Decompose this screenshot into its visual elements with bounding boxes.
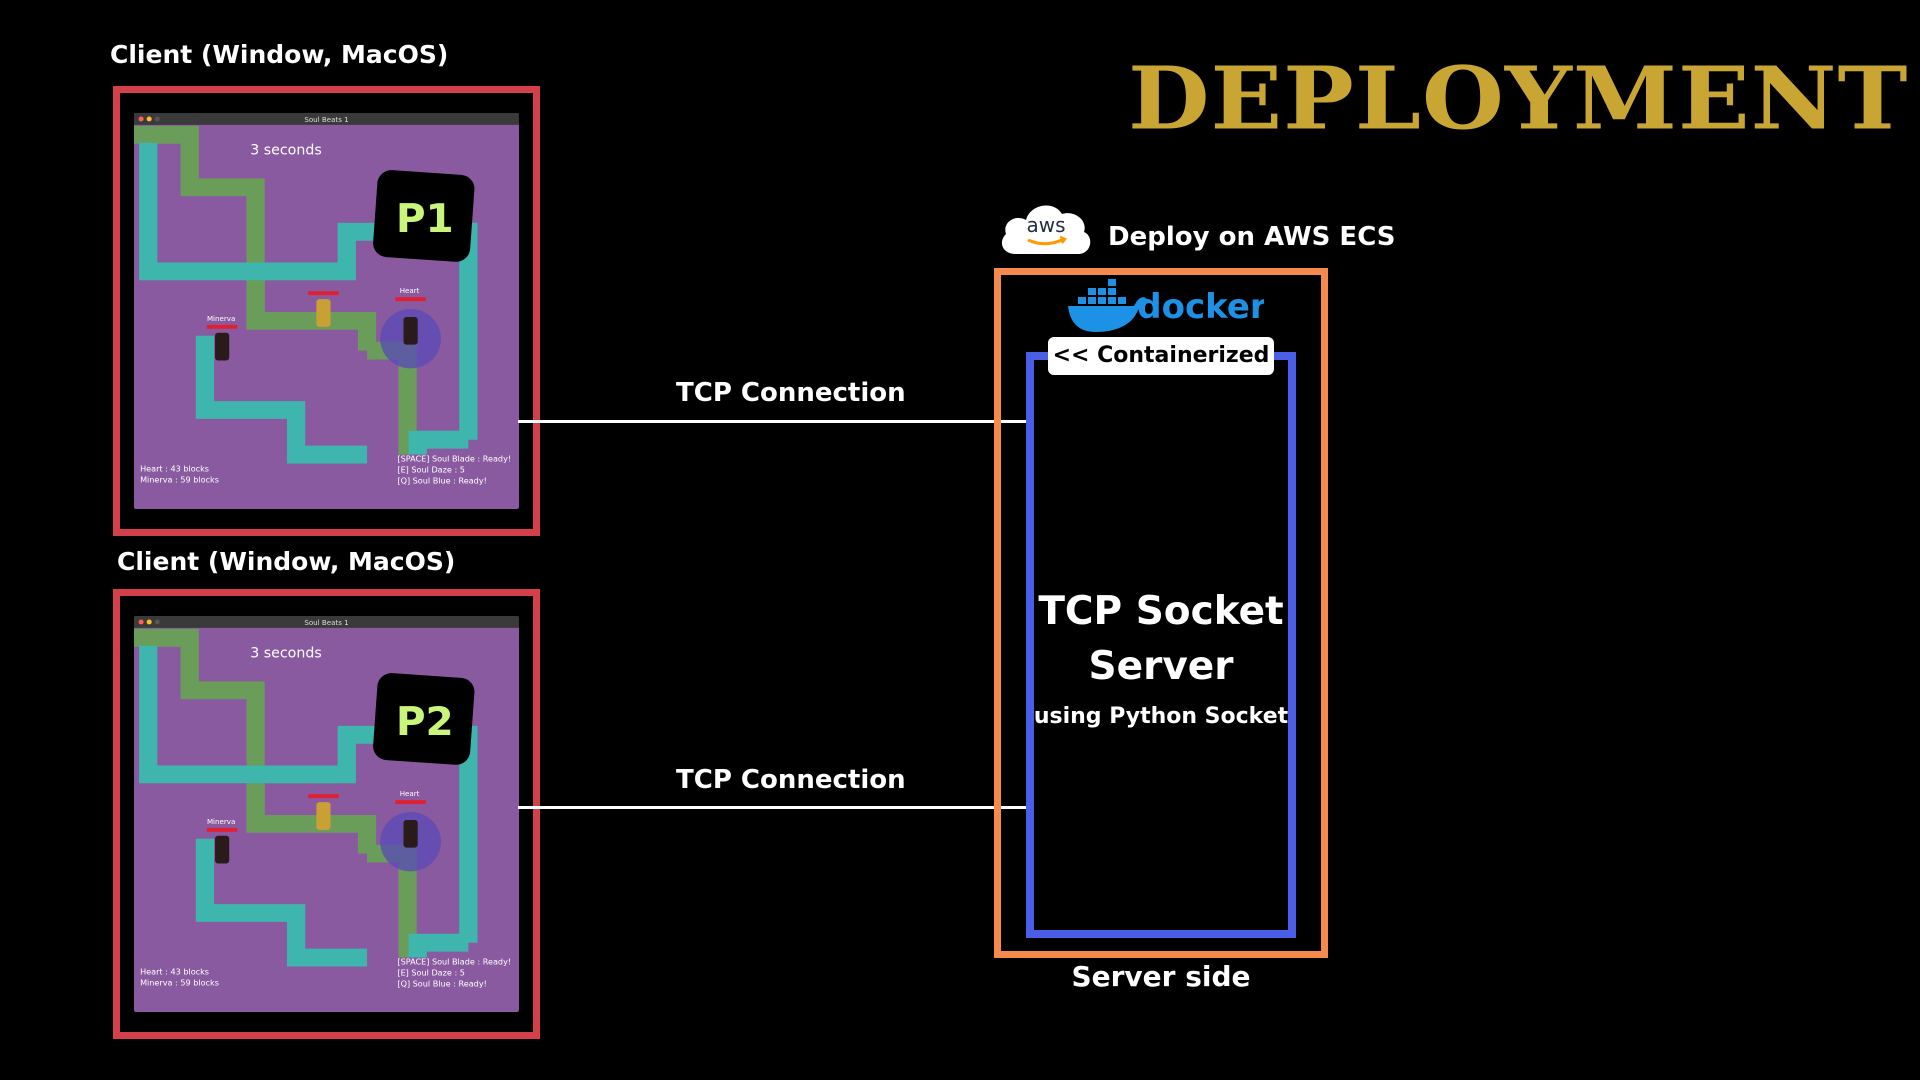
game-screenshot-1: Soul Beats 1 3 seconds P1 Minerva Heart [134, 113, 519, 509]
game-screenshot-2: Soul Beats 1 3 seconds P2 Minerva Heart [134, 616, 519, 1012]
stats-right-2a: [SPACE] Soul Blade : Ready! [397, 958, 511, 967]
timer-text-2: 3 seconds [250, 646, 321, 662]
window-title-1: Soul Beats 1 [304, 115, 348, 124]
stats-right-2c: [Q] Soul Blue : Ready! [397, 979, 486, 988]
player-tag-1: P1 [396, 196, 454, 241]
tcp-connection-line-1 [518, 420, 1028, 423]
window-title-2: Soul Beats 1 [304, 618, 348, 627]
docker-logo-text: docker [1137, 287, 1264, 327]
client-label-1: Client (Window, MacOS) [110, 40, 449, 69]
page-title: DEPLOYMENT [1128, 48, 1909, 150]
stats-left-2b: Minerva : 59 blocks [140, 978, 219, 987]
server-subtitle: using Python Socket [1033, 704, 1289, 729]
player-name-right-1: Heart [400, 286, 420, 295]
client-label-2: Client (Window, MacOS) [117, 547, 456, 576]
containerized-badge: << Containerized >> [1048, 337, 1274, 406]
docker-container-box [994, 268, 1328, 958]
server-title-line1: TCP Socket [1038, 589, 1284, 634]
tcp-connection-label-2: TCP Connection [676, 765, 906, 795]
stats-right-2b: [E] Soul Daze : 5 [397, 968, 464, 977]
server-title: TCP Socket Server [1026, 584, 1296, 694]
player-name-left-2: Minerva [207, 817, 235, 826]
tcp-connection-label-1: TCP Connection [676, 378, 906, 408]
docker-logo-icon: docker [1064, 278, 1267, 334]
stats-left-1a: Heart : 43 blocks [140, 464, 209, 473]
aws-logo-text: aws [1026, 213, 1065, 237]
client-window-2: Soul Beats 1 3 seconds P2 Minerva Heart [113, 589, 540, 1039]
server-side-label: Server side [1071, 960, 1251, 993]
server-title-line2: Server [1088, 644, 1234, 689]
player-tag-2: P2 [396, 699, 454, 744]
stats-left-2a: Heart : 43 blocks [140, 967, 209, 976]
player-name-right-2: Heart [400, 789, 420, 798]
deploy-aws-label: Deploy on AWS ECS [1108, 222, 1396, 252]
aws-cloud-icon: aws [996, 196, 1096, 258]
stats-left-1b: Minerva : 59 blocks [140, 475, 219, 484]
stats-right-1c: [Q] Soul Blue : Ready! [397, 476, 486, 485]
timer-text-1: 3 seconds [250, 143, 321, 159]
tcp-connection-line-2 [518, 806, 1028, 809]
client-window-1: Soul Beats 1 3 seconds P1 Minerva Heart [113, 86, 540, 536]
player-name-left-1: Minerva [207, 314, 235, 323]
stats-right-1b: [E] Soul Daze : 5 [397, 465, 464, 474]
stats-right-1a: [SPACE] Soul Blade : Ready! [397, 455, 511, 464]
